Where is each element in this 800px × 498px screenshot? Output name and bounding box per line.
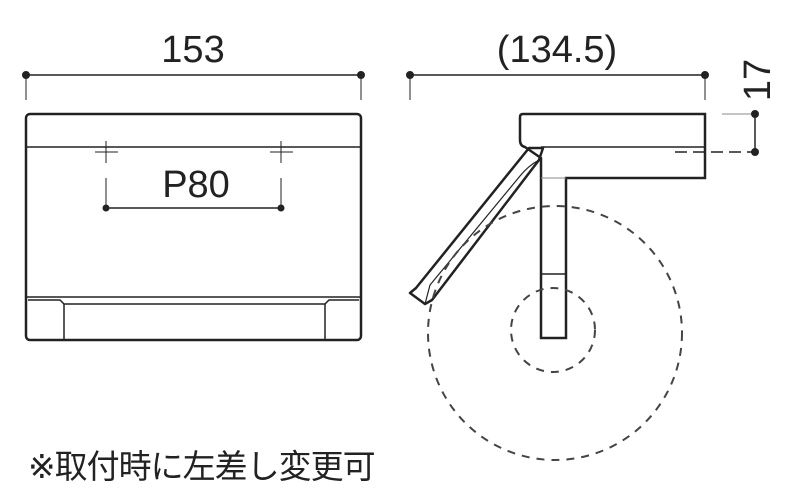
mounting-hole-marks (95, 141, 293, 212)
depth-dimension-line (406, 71, 709, 100)
paper-roll-outline (427, 205, 683, 461)
pitch-label: P80 (162, 164, 230, 206)
side-view (408, 112, 707, 461)
front-view (24, 112, 363, 342)
width-dimension-line (22, 71, 365, 100)
height-dimension: 17 (737, 59, 779, 101)
installation-note: ※取付時に左差し変更可 (28, 447, 376, 486)
depth-dimension: (134.5) (497, 29, 617, 71)
width-dimension: 153 (161, 29, 224, 71)
height-dimension-line (675, 110, 759, 156)
paper-core-outline (510, 287, 596, 373)
paper-holder-arm (408, 146, 545, 306)
